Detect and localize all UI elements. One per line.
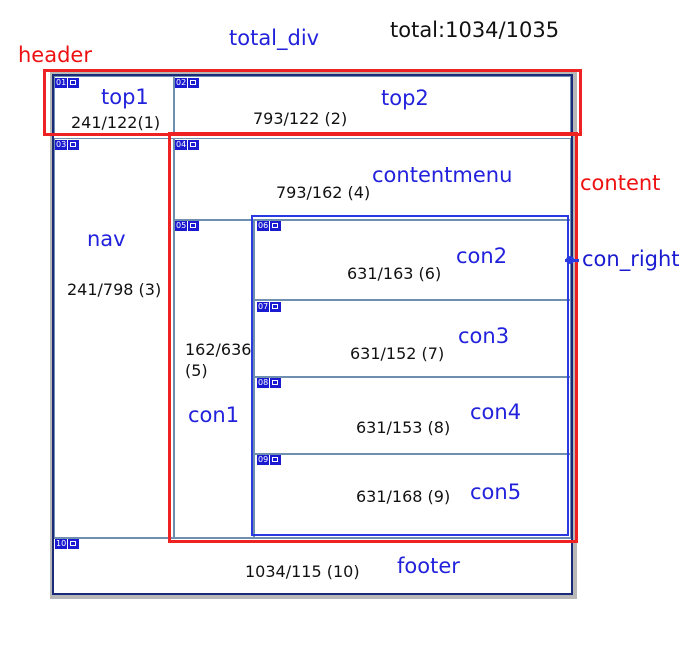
badge-01: 01 xyxy=(55,78,80,88)
contentmenu-label: contentmenu xyxy=(372,163,513,187)
image-icon xyxy=(270,221,282,231)
con5-label: con5 xyxy=(470,480,522,504)
nav-box xyxy=(54,138,174,538)
badge-number: 01 xyxy=(55,78,68,88)
top1-dimensions: 241/122(1) xyxy=(71,113,161,132)
con3-box xyxy=(254,300,571,377)
badge-02: 02 xyxy=(175,78,200,88)
image-icon xyxy=(270,378,282,388)
footer-dimensions: 1034/115 (10) xyxy=(245,562,360,581)
contentmenu-box xyxy=(174,138,571,220)
con4-dimensions: 631/153 (8) xyxy=(356,418,451,437)
badge-number: 09 xyxy=(257,455,270,465)
con1-label: con1 xyxy=(188,403,240,427)
badge-07: 07 xyxy=(257,302,282,312)
badge-number: 07 xyxy=(257,302,270,312)
top2-dimensions: 793/122 (2) xyxy=(253,109,348,128)
image-icon xyxy=(188,221,200,231)
con2-label: con2 xyxy=(456,244,508,268)
badge-10: 10 xyxy=(55,539,80,549)
nav-label: nav xyxy=(87,227,126,251)
image-icon xyxy=(68,140,80,150)
con2-dimensions: 631/163 (6) xyxy=(347,264,442,283)
top1-label: top1 xyxy=(101,85,149,109)
con5-dimensions: 631/168 (9) xyxy=(356,487,451,506)
con1-box xyxy=(174,220,254,538)
footer-divider xyxy=(54,538,571,539)
badge-05: 05 xyxy=(175,221,200,231)
badge-04: 04 xyxy=(175,140,200,150)
badge-number: 02 xyxy=(175,78,188,88)
badge-number: 10 xyxy=(55,539,68,549)
contentmenu-dimensions: 793/162 (4) xyxy=(276,183,371,202)
con4-label: con4 xyxy=(470,400,522,424)
header-label: header xyxy=(18,43,92,67)
image-icon xyxy=(68,78,80,88)
nav-dimensions: 241/798 (3) xyxy=(67,280,162,299)
top2-label: top2 xyxy=(381,86,429,110)
content-region-box xyxy=(168,132,578,543)
con-right-box xyxy=(251,215,569,536)
con5-box xyxy=(254,454,571,538)
con1-dimensions-index: (5) xyxy=(185,361,208,380)
badge-03: 03 xyxy=(55,140,80,150)
badge-06: 06 xyxy=(257,221,282,231)
footer-label: footer xyxy=(397,554,460,578)
total-div-frame xyxy=(52,74,573,595)
image-icon xyxy=(270,455,282,465)
con3-label: con3 xyxy=(458,324,510,348)
badge-09: 09 xyxy=(257,455,282,465)
badge-number: 03 xyxy=(55,140,68,150)
total-div-label: total_div xyxy=(229,26,320,50)
image-icon xyxy=(188,140,200,150)
con4-box xyxy=(254,377,571,454)
badge-number: 05 xyxy=(175,221,188,231)
badge-08: 08 xyxy=(257,378,282,388)
badge-number: 04 xyxy=(175,140,188,150)
con1-dimensions: 162/636 xyxy=(185,340,252,359)
badge-number: 06 xyxy=(257,221,270,231)
content-label: content xyxy=(580,171,661,195)
image-icon xyxy=(270,302,282,312)
badge-number: 08 xyxy=(257,378,270,388)
con-right-pointer-dot xyxy=(566,256,574,264)
con3-dimensions: 631/152 (7) xyxy=(350,344,445,363)
total-size-label: total:1034/1035 xyxy=(390,18,560,42)
image-icon xyxy=(68,539,80,549)
con-right-label: con_right xyxy=(582,247,680,271)
image-icon xyxy=(188,78,200,88)
